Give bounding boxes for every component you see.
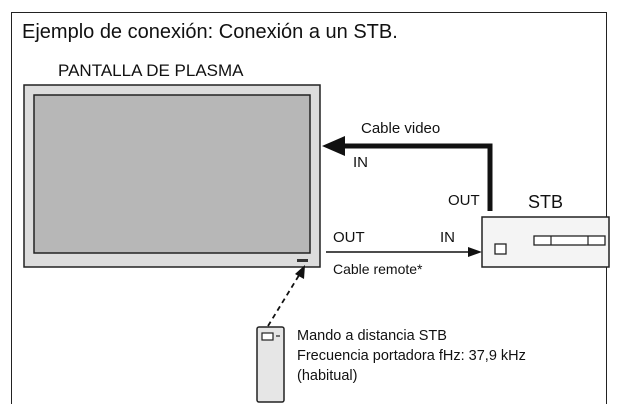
stb-label: STB (528, 192, 564, 212)
plasma-display-label: PANTALLA DE PLASMA (58, 61, 244, 80)
remote-control-line-2: Frecuencia portadora fHz: 37,9 kHz (297, 348, 526, 364)
video-cable-arrowhead (322, 136, 345, 156)
display-ir-sensor (297, 259, 308, 262)
video-out-label: OUT (448, 192, 480, 209)
video-cable-label: Cable video (361, 120, 441, 137)
remote-control-line-1: Mando a distancia STB (297, 328, 447, 344)
ir-signal-arrow (267, 265, 305, 327)
stb-box (481, 216, 610, 268)
stb-slot (533, 235, 606, 246)
remote-cable (326, 247, 482, 257)
display-screen (33, 94, 311, 254)
remote-control-line-3: (habitual) (297, 368, 358, 384)
remote-control (256, 326, 285, 403)
remote-cable-label: Cable remote* (333, 261, 423, 277)
plasma-display (23, 84, 321, 268)
video-in-label: IN (353, 154, 368, 171)
remote-cable-arrowhead (468, 247, 482, 257)
remote-control-description: Mando a distancia STB Frecuencia portado… (297, 326, 526, 386)
remote-out-label: OUT (333, 229, 365, 246)
video-cable (322, 136, 493, 211)
remote-in-label: IN (440, 229, 455, 246)
diagram-title: Ejemplo de conexión: Conexión a un STB. (22, 21, 398, 43)
remote-button (261, 332, 274, 341)
stb-button (494, 243, 507, 255)
